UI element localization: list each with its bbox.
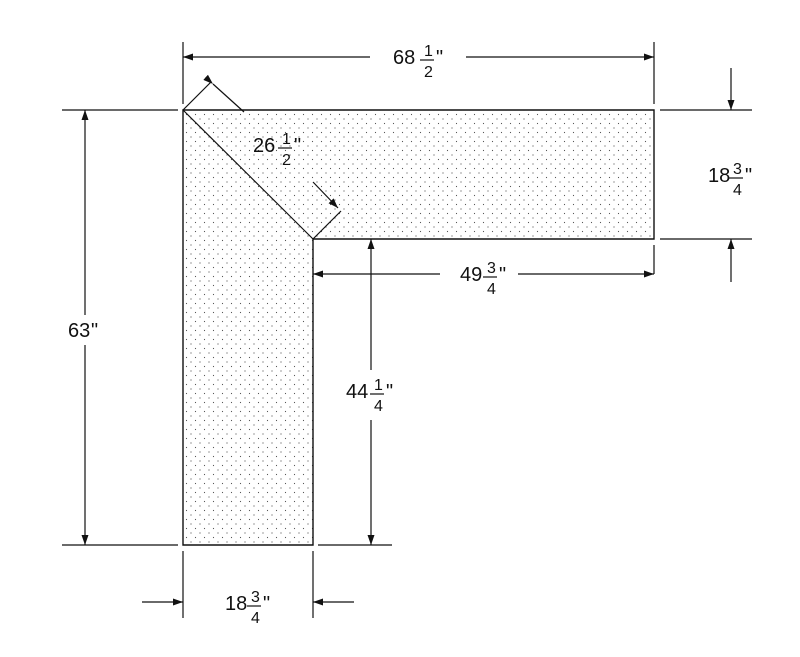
dimension-diagonal: 26 1 2 "	[182, 74, 342, 240]
dim-inner-height-unit: "	[386, 381, 393, 403]
dim-width-numerator: 1	[424, 43, 433, 60]
dim-bottom-depth-unit: "	[263, 593, 270, 615]
dim-width-whole: 68	[393, 47, 415, 69]
dim-bottom-depth-denominator: 4	[251, 610, 260, 627]
dim-inner-width-numerator: 3	[487, 260, 496, 277]
dim-right-depth-whole: 18	[708, 165, 730, 187]
dim-right-depth-numerator: 3	[733, 161, 742, 178]
dim-right-depth-denominator: 4	[733, 182, 742, 199]
dimension-overall-height: 63 "	[62, 109, 178, 546]
dim-height-unit: "	[91, 320, 98, 342]
dim-inner-width-unit: "	[499, 264, 506, 286]
dim-width-unit: "	[436, 47, 443, 69]
dim-inner-height-whole: 44	[346, 381, 368, 403]
dim-diagonal-denominator: 2	[282, 152, 291, 169]
dim-right-depth-unit: "	[745, 165, 752, 187]
dimension-overall-width: 68 1 2 "	[182, 42, 655, 104]
dimension-bottom-depth: 18 3 4 "	[142, 551, 354, 627]
dim-diagonal-whole: 26	[253, 135, 275, 157]
dimension-inner-width: 49 3 4 "	[313, 245, 655, 298]
dim-diagonal-unit: "	[294, 135, 301, 157]
dim-inner-height-denominator: 4	[374, 398, 383, 415]
dimension-inner-height: 44 1 4 "	[318, 239, 393, 546]
dim-height-whole: 63	[68, 320, 90, 342]
countertop-shape	[182, 109, 655, 546]
dim-width-denominator: 2	[424, 64, 433, 81]
diagonal-seam	[182, 109, 314, 240]
dim-inner-width-denominator: 4	[487, 281, 496, 298]
dim-inner-width-whole: 49	[460, 264, 482, 286]
dim-inner-height-numerator: 1	[374, 377, 383, 394]
dimension-right-depth: 18 3 4 "	[660, 68, 752, 282]
dim-diagonal-numerator: 1	[282, 131, 291, 148]
dim-bottom-depth-numerator: 3	[251, 589, 260, 606]
dim-bottom-depth-whole: 18	[225, 593, 247, 615]
